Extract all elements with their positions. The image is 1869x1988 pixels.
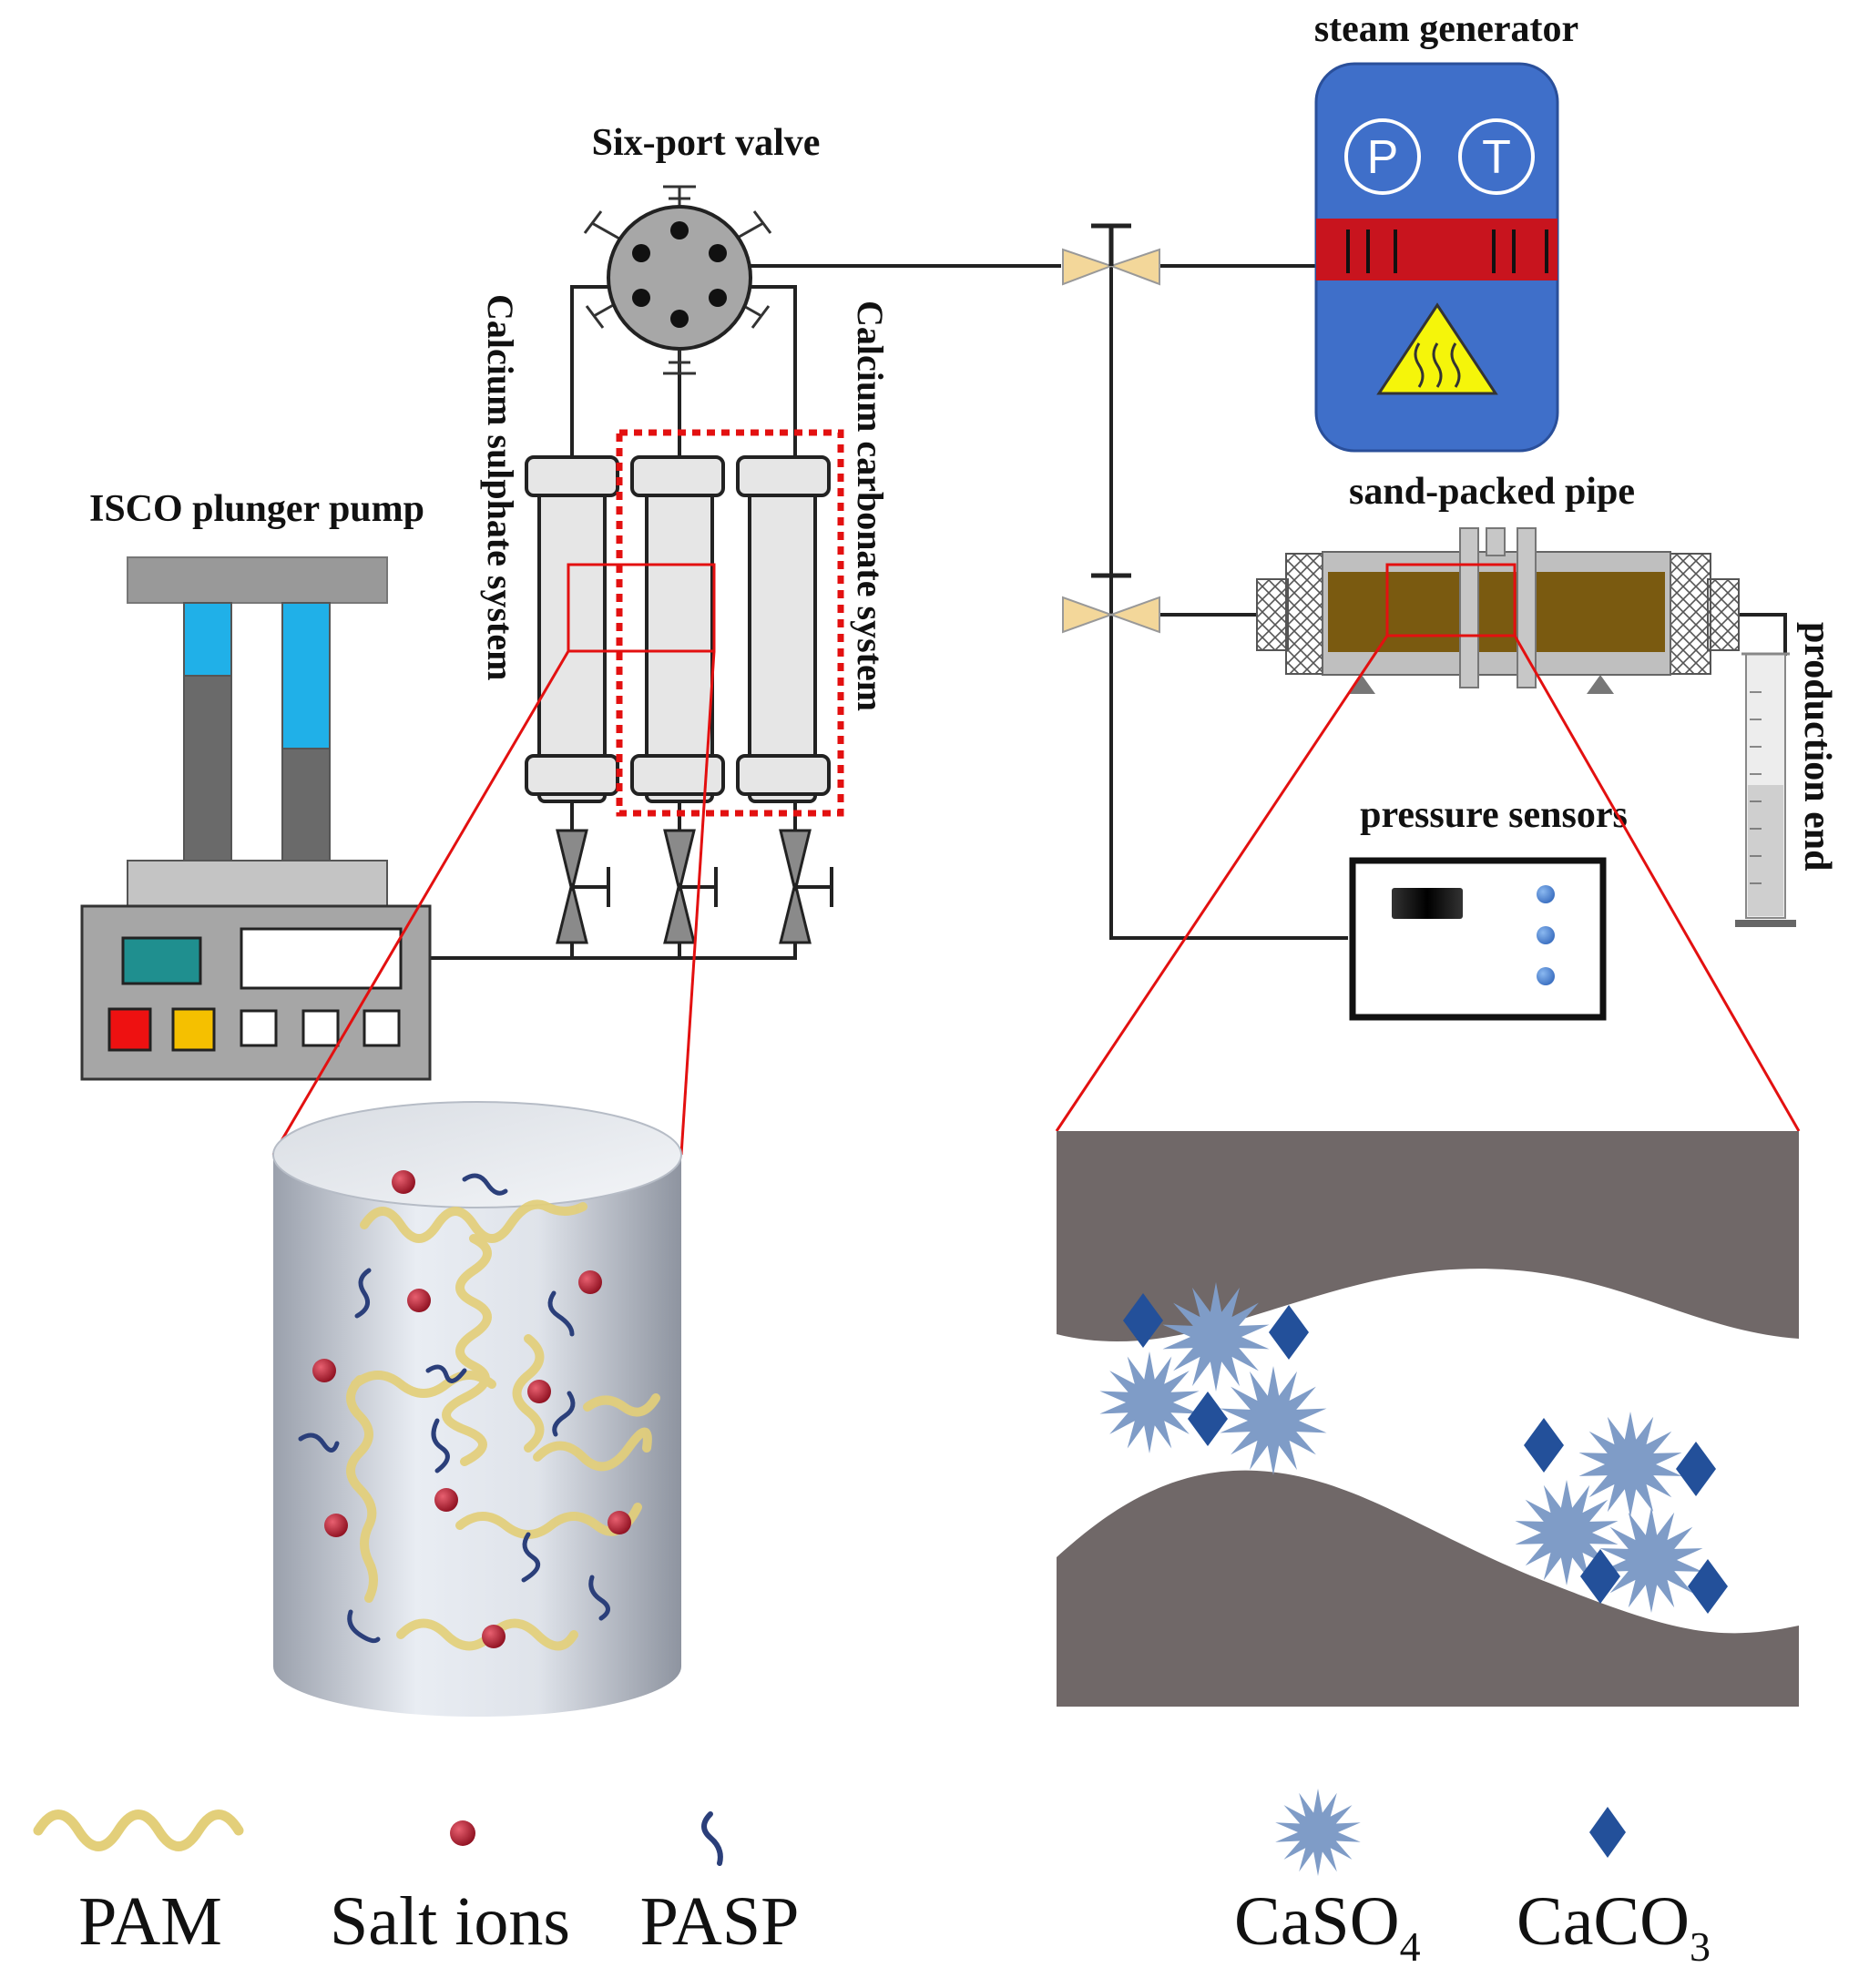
- isco-plunger-pump[interactable]: [80, 556, 432, 1081]
- pressure-gauge-icon: [1344, 118, 1421, 195]
- legend-caco3-icon: [1589, 1807, 1626, 1858]
- legend-salt-ion-icon: [450, 1820, 475, 1846]
- rock-pore-section: [1057, 1131, 1799, 1707]
- caco3-crystal: [1188, 1392, 1228, 1446]
- needle-valve-2[interactable]: [663, 829, 718, 944]
- solution-beaker: [272, 1101, 682, 1717]
- pam-chains: [346, 1199, 660, 1651]
- legend-pam-icon: [33, 1810, 244, 1851]
- pump-button-3[interactable]: [363, 1009, 401, 1047]
- valve-pipe-line[interactable]: [1062, 573, 1160, 634]
- zoom-connector-lines: [271, 635, 1801, 1156]
- caco3-crystal: [1123, 1293, 1163, 1348]
- caco3-crystal: [1676, 1442, 1716, 1496]
- pipe-zoom-selection-box: [1385, 563, 1517, 637]
- sand-packed-pipe[interactable]: [1256, 527, 1740, 694]
- pressure-sensors[interactable]: [1349, 857, 1607, 1021]
- six-port-valve-label: Six-port valve: [592, 122, 821, 164]
- calcium-sulphate-system-label: Calcium sulphate system: [480, 294, 521, 680]
- steam-generator-label: steam generator: [1314, 8, 1578, 50]
- legend-caco3-label: CaCO3: [1517, 1883, 1711, 1970]
- pasp-chains: [298, 1173, 610, 1644]
- caco3-crystal: [1688, 1559, 1728, 1614]
- legend-caso4-base: CaSO: [1234, 1883, 1400, 1960]
- caso4-crystal: [1099, 1351, 1200, 1453]
- legend-pam-label: PAM: [78, 1883, 222, 1960]
- caso4-crystal: [1578, 1412, 1682, 1517]
- six-port-valve[interactable]: [583, 185, 772, 375]
- legend-caso4-subscript: 4: [1400, 1923, 1421, 1970]
- pump-screen: [240, 927, 403, 990]
- sensor-display: [1392, 888, 1463, 919]
- sand-pack: [1328, 572, 1665, 652]
- heater-coil-marks: [1346, 229, 1548, 273]
- caso4-crystal: [1599, 1507, 1703, 1613]
- caso4-crystal: [1162, 1282, 1270, 1392]
- isco-pump-label: ISCO plunger pump: [89, 488, 424, 530]
- legend-pasp-icon: [701, 1811, 723, 1866]
- calcium-carbonate-system-label: Calcium carbonate system: [850, 301, 891, 711]
- pump-display: [121, 936, 202, 985]
- legend: PAM Salt ions PASP CaSO4 CaCO3: [33, 1810, 1711, 1970]
- calcium-carbonate-system-outline: [616, 429, 844, 817]
- sensor-indicator-3: [1537, 967, 1555, 985]
- heater-band: [1316, 219, 1558, 280]
- steam-generator[interactable]: P T: [1314, 62, 1559, 453]
- legend-caco3-base: CaCO: [1517, 1883, 1690, 1960]
- legend-caso4-icon: [1275, 1789, 1361, 1876]
- needle-valve-3[interactable]: [779, 829, 833, 944]
- legend-caco3-subscript: 3: [1690, 1923, 1711, 1970]
- valve-steam-line[interactable]: [1062, 223, 1160, 286]
- pump-button-2[interactable]: [301, 1009, 340, 1047]
- container-calcium-sulphate: [525, 455, 619, 803]
- production-end-label: production end: [1796, 622, 1838, 871]
- sand-packed-pipe-label: sand-packed pipe: [1349, 471, 1635, 513]
- container-calcium-carbonate-2: [736, 455, 831, 803]
- pressure-sensors-label: pressure sensors: [1360, 794, 1628, 836]
- caco3-crystal: [1524, 1418, 1564, 1473]
- caco3-crystal: [1580, 1549, 1620, 1604]
- legend-pasp-label: PASP: [640, 1883, 800, 1960]
- zoom-selection-box: [567, 563, 716, 653]
- sensor-indicator-2: [1537, 926, 1555, 944]
- gauge-p-label: P: [1367, 131, 1399, 184]
- heat-warning-icon: [1376, 302, 1498, 395]
- sensor-indicator-1: [1537, 885, 1555, 903]
- gauge-t-label: T: [1482, 131, 1511, 184]
- pump-button-yellow[interactable]: [171, 1007, 216, 1052]
- pump-button-1[interactable]: [240, 1009, 278, 1047]
- legend-salt-ions-label: Salt ions: [330, 1883, 570, 1960]
- caso4-crystal: [1515, 1480, 1619, 1585]
- legend-caso4-label: CaSO4: [1234, 1883, 1421, 1970]
- caco3-crystal: [1269, 1305, 1309, 1360]
- temperature-gauge-icon: [1458, 118, 1535, 195]
- caso4-crystal: [1220, 1366, 1327, 1475]
- needle-valve-1[interactable]: [556, 829, 610, 944]
- scale-crystals: [1099, 1282, 1728, 1876]
- pump-button-red[interactable]: [107, 1007, 152, 1052]
- graduated-cylinder: [1735, 652, 1796, 927]
- salt-ions: [312, 1170, 631, 1648]
- container-calcium-carbonate-1: [630, 455, 725, 803]
